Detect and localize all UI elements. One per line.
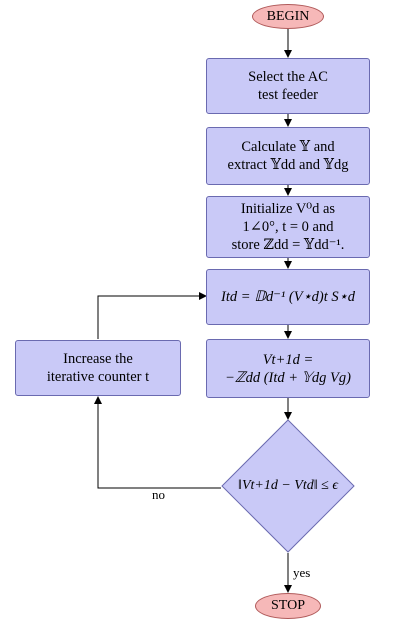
step-init-line3: store ℤdd = 𝕐dd⁻¹. bbox=[231, 237, 345, 253]
edge-label-no: no bbox=[152, 487, 165, 502]
step-increase-counter: Increase the iterative counter t bbox=[15, 340, 181, 396]
step-select-line2: test feeder bbox=[258, 87, 318, 103]
step-calc-line2: extract 𝕐dd and 𝕐dg bbox=[227, 157, 349, 173]
begin-label: BEGIN bbox=[266, 8, 310, 24]
edge-no-loop bbox=[94, 396, 221, 489]
step-current-formula: Itd = 𝔻d⁻¹ (V⋆d)t S⋆d bbox=[221, 289, 355, 305]
step-voltage-line2: −ℤdd (Itd + 𝕐dg Vg) bbox=[225, 369, 351, 386]
step-select-feeder: Select the AC test feeder bbox=[206, 58, 370, 114]
step-voltage-line1: Vt+1d = bbox=[262, 351, 314, 368]
step-voltage-update: Vt+1d = −ℤdd (Itd + 𝕐dg Vg) bbox=[206, 339, 370, 398]
step-initialize: Initialize V⁰d as 1∠0°, t = 0 and store … bbox=[206, 196, 370, 258]
step-counter-line2: iterative counter t bbox=[46, 369, 150, 385]
stop-label: STOP bbox=[271, 598, 305, 613]
decision-condition: ‖Vt+1d − Vtd‖ ≤ ϵ bbox=[238, 478, 338, 493]
step-counter-line1: Increase the bbox=[63, 351, 133, 367]
step-select-line1: Select the AC bbox=[248, 69, 328, 85]
step-calc-line1: Calculate 𝕐 and bbox=[241, 139, 335, 155]
edge-label-yes: yes bbox=[293, 565, 311, 580]
step-calculate-admittance: Calculate 𝕐 and extract 𝕐dd and 𝕐dg bbox=[206, 127, 370, 185]
step-init-line2: 1∠0°, t = 0 and bbox=[242, 219, 334, 235]
edge-counter-current bbox=[97, 292, 207, 339]
step-current-injection: Itd = 𝔻d⁻¹ (V⋆d)t S⋆d bbox=[206, 269, 370, 325]
decision-diamond bbox=[221, 419, 355, 553]
stop-terminal: STOP bbox=[255, 593, 321, 619]
begin-terminal: BEGIN bbox=[252, 4, 324, 29]
step-init-line1: Initialize V⁰d as bbox=[240, 201, 336, 217]
